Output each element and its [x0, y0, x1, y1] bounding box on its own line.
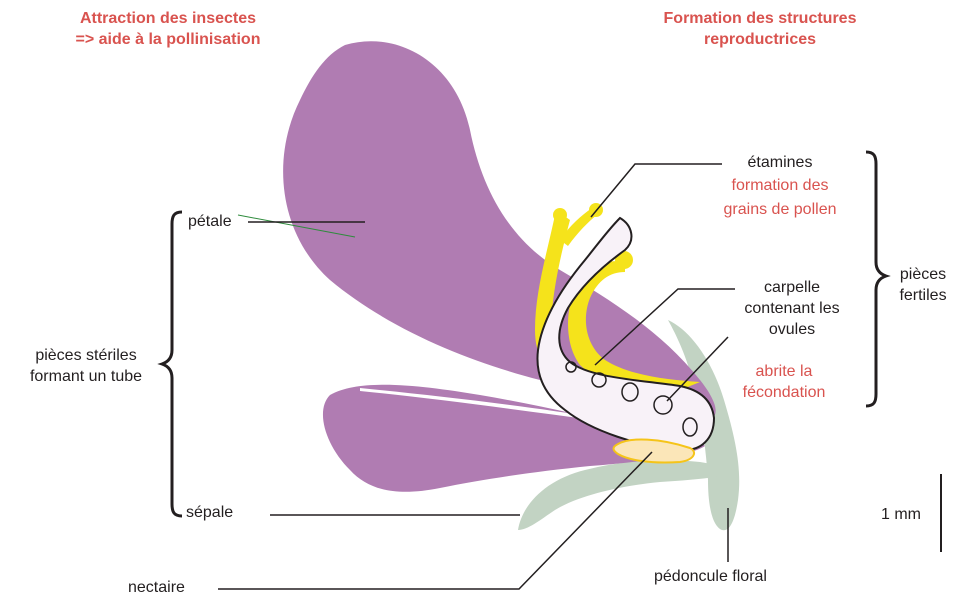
carpelle-line-3: ovules [712, 319, 872, 340]
header-left-line-1: Attraction des insectes [18, 8, 318, 29]
label-sterile-group: pièces stériles formant un tube [6, 345, 166, 387]
header-right: Formation des structures reproductrices [600, 8, 920, 50]
etamines-function-2: grains de pollen [700, 199, 860, 220]
sepal-shape [518, 460, 738, 530]
header-left-line-2: => aide à la pollinisation [18, 29, 318, 50]
sterile-line-1: pièces stériles [6, 345, 166, 366]
label-pedoncule: pédoncule floral [654, 566, 767, 587]
header-left: Attraction des insectes => aide à la pol… [18, 8, 318, 50]
header-right-line-2: reproductrices [600, 29, 920, 50]
etamines-function-1: formation des [700, 173, 860, 199]
anther-top [553, 208, 567, 222]
label-carpelle: carpelle contenant les ovules [712, 277, 872, 340]
label-nectaire: nectaire [128, 577, 185, 598]
sterile-line-2: formant un tube [6, 366, 166, 387]
fertile-line-1: pièces [880, 264, 966, 285]
label-fertile-group: pièces fertiles [880, 264, 966, 306]
fecondation-line-2: fécondation [704, 382, 864, 403]
label-sepale: sépale [186, 502, 233, 523]
label-fecondation: abrite la fécondation [704, 361, 864, 403]
fecondation-line-1: abrite la [704, 361, 864, 382]
label-petale: pétale [188, 211, 232, 232]
carpelle-line-2: contenant les [712, 298, 872, 319]
label-etamines: étamines formation des grains de pollen [700, 152, 860, 220]
label-scale: 1 mm [881, 504, 921, 525]
carpelle-line-1: carpelle [712, 277, 872, 298]
fertile-line-2: fertiles [880, 285, 966, 306]
upper-petal [283, 41, 716, 420]
header-right-line-1: Formation des structures [600, 8, 920, 29]
etamines-name: étamines [700, 152, 860, 173]
